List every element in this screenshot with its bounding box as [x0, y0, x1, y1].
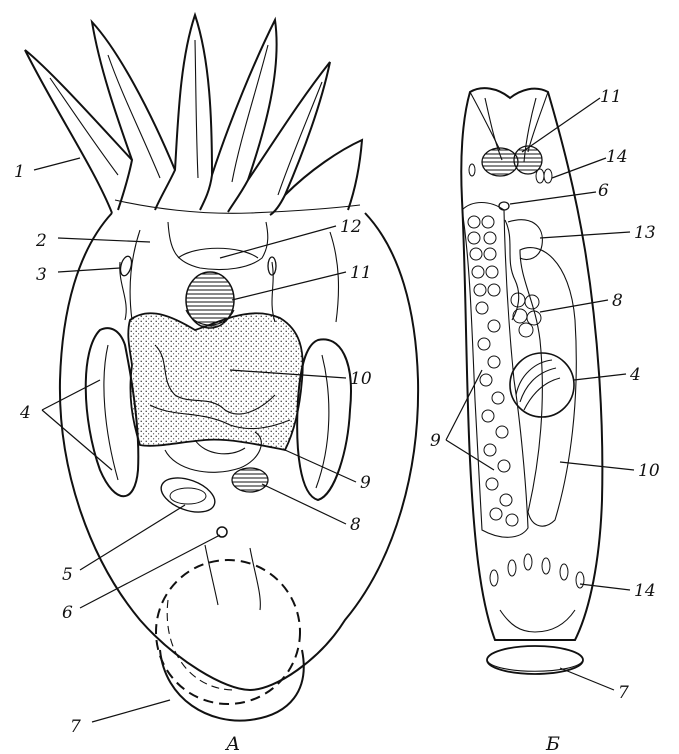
label-a-6: 6: [62, 603, 73, 623]
caption-a: А: [224, 733, 240, 754]
label-b-14-foot: 14: [634, 581, 656, 601]
panel-b-drawing: 11 14 6 13 8 4 9 10 14 7 Б: [430, 87, 660, 754]
stomach-a: [128, 313, 303, 450]
caption-b: Б: [545, 733, 560, 754]
label-b-4: 4: [629, 365, 641, 385]
label-a-5: 5: [62, 565, 73, 585]
label-a-11: 11: [350, 263, 372, 283]
label-a-9: 9: [360, 473, 371, 493]
label-b-8: 8: [612, 291, 623, 311]
label-a-2: 2: [35, 231, 47, 251]
label-a-7: 7: [70, 717, 81, 737]
label-b-7: 7: [618, 683, 629, 703]
label-a-1: 1: [14, 162, 25, 182]
label-b-14: 14: [606, 147, 628, 167]
label-b-10: 10: [638, 461, 660, 481]
label-b-9: 9: [430, 431, 441, 451]
label-a-8: 8: [350, 515, 361, 535]
label-b-11: 11: [600, 87, 622, 107]
panel-a-drawing: 1 2 3 4 5 6 7 8 9 10 11 12 А: [14, 15, 418, 754]
label-a-4: 4: [19, 403, 31, 423]
tentacles-a: [25, 15, 362, 215]
label-a-12: 12: [340, 217, 362, 237]
label-a-10: 10: [350, 369, 372, 389]
label-a-3: 3: [36, 265, 47, 285]
label-b-13: 13: [634, 223, 656, 243]
label-b-6: 6: [598, 181, 609, 201]
